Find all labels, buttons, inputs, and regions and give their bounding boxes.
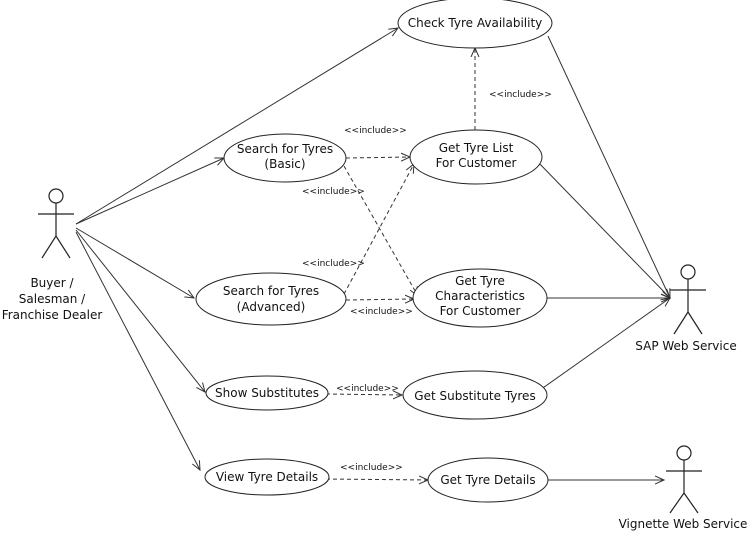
actor-label: Salesman / — [19, 292, 86, 306]
use-case-label: Characteristics — [435, 289, 525, 303]
actor-head — [676, 445, 692, 461]
use-case-search-basic[interactable]: Search for Tyres (Basic) — [223, 133, 347, 183]
actor-label: Vignette Web Service — [619, 517, 748, 531]
association-buyer-check-availability — [75, 28, 398, 225]
use-case-label: For Customer — [436, 156, 517, 170]
actor-leg — [669, 492, 685, 514]
association-check-availability-sap — [547, 35, 670, 298]
include-view-details-to-get-details — [325, 479, 428, 480]
use-case-get-tyre-characteristics[interactable]: Get Tyre Characteristics For Customer — [412, 268, 548, 328]
actor-label: Buyer / — [30, 276, 74, 290]
use-case-label: Search for Tyres — [237, 142, 333, 156]
use-case-label: Get Substitute Tyres — [414, 389, 535, 403]
include-label: <<include>> — [302, 187, 365, 197]
use-case-label: Get Tyre — [455, 274, 505, 288]
association-buyer-view-tyre-details — [75, 231, 200, 470]
actor-leg — [683, 492, 699, 514]
actor-buyer[interactable]: Buyer / Salesman / Franchise Dealer — [2, 188, 103, 322]
include-label: <<include>> — [350, 307, 413, 317]
actor-label: SAP Web Service — [635, 339, 736, 353]
associations — [75, 28, 670, 480]
use-case-show-substitutes[interactable]: Show Substitutes — [205, 375, 329, 411]
use-case-label: For Customer — [440, 304, 521, 318]
include-label: <<include>> — [344, 126, 407, 136]
actor-vignette-web-service[interactable]: Vignette Web Service — [619, 445, 748, 531]
include-search-advanced-to-characteristics — [345, 299, 414, 300]
include-show-substitutes-to-get-substitutes — [325, 394, 402, 395]
include-label: <<include>> — [302, 259, 365, 269]
use-case-get-substitute-tyres[interactable]: Get Substitute Tyres — [402, 370, 548, 420]
use-case-label: (Advanced) — [237, 300, 306, 314]
actor-leg — [41, 235, 57, 259]
include-label: <<include>> — [336, 384, 399, 394]
include-relations: <<include>> <<include>> <<include>> <<in… — [302, 48, 552, 480]
association-buyer-search-basic — [75, 158, 224, 225]
use-case-label: Search for Tyres — [223, 284, 319, 298]
actor-sap-web-service[interactable]: SAP Web Service — [635, 264, 737, 353]
use-case-check-tyre-availability[interactable]: Check Tyre Availability — [397, 0, 553, 49]
association-get-substitutes-sap — [539, 298, 670, 391]
use-case-label: View Tyre Details — [216, 470, 318, 484]
use-case-label: (Basic) — [264, 157, 305, 171]
include-search-basic-to-tyre-list — [345, 157, 410, 158]
use-case-get-tyre-details[interactable]: Get Tyre Details — [427, 457, 549, 503]
include-search-basic-to-characteristics — [343, 165, 418, 296]
use-case-label: Get Tyre List — [439, 141, 514, 155]
actor-head — [48, 188, 64, 204]
actor-leg — [673, 311, 689, 335]
use-case-get-tyre-list[interactable]: Get Tyre List For Customer — [409, 129, 543, 185]
association-buyer-show-substitutes — [75, 229, 205, 392]
association-get-tyre-list-sap — [535, 159, 670, 298]
use-case-view-tyre-details[interactable]: View Tyre Details — [204, 458, 330, 496]
actor-leg — [687, 311, 703, 335]
include-search-advanced-to-tyre-list — [343, 164, 414, 295]
association-buyer-search-advanced — [75, 227, 194, 298]
actor-leg — [55, 235, 71, 259]
use-case-label: Get Tyre Details — [440, 473, 535, 487]
use-case-label: Check Tyre Availability — [408, 16, 543, 30]
include-label: <<include>> — [489, 90, 552, 100]
actor-head — [680, 264, 696, 280]
actor-label: Franchise Dealer — [2, 308, 103, 322]
use-case-search-advanced[interactable]: Search for Tyres (Advanced) — [195, 272, 347, 326]
include-label: <<include>> — [340, 463, 403, 473]
use-case-label: Show Substitutes — [215, 386, 319, 400]
